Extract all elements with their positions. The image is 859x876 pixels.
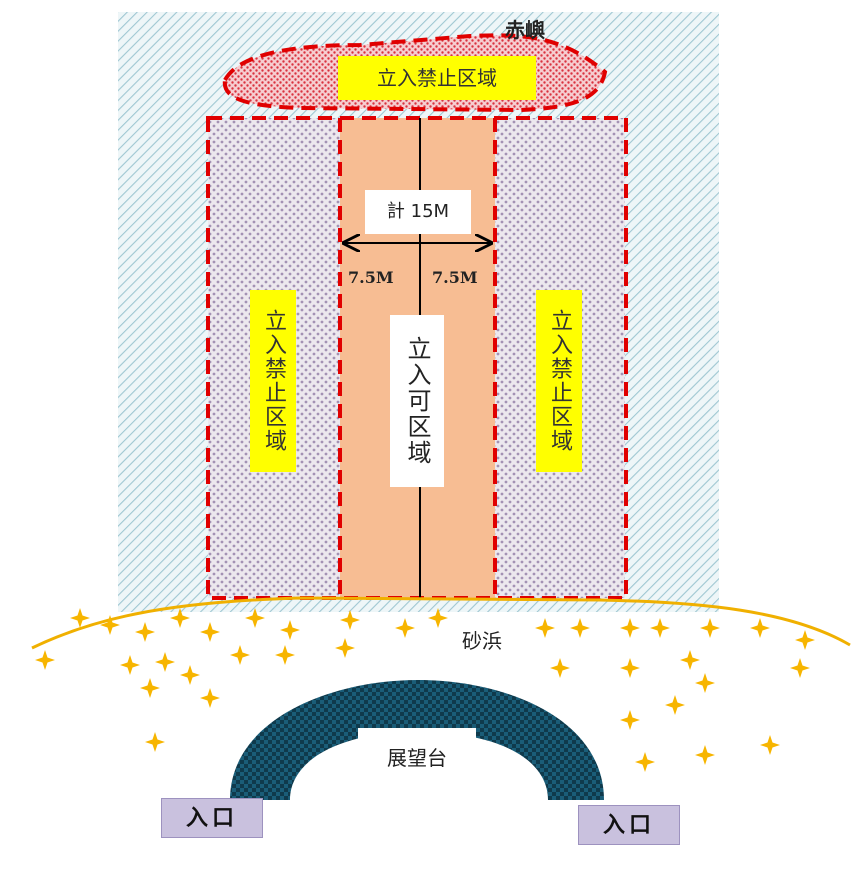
island-name: 赤嶼: [505, 18, 545, 42]
right-zone-label: 立入禁止区域: [536, 290, 582, 472]
sparkle-icon: [570, 618, 590, 638]
sparkle-icon: [650, 618, 670, 638]
sparkle-icon: [35, 650, 55, 670]
sparkle-icon: [695, 673, 715, 693]
entrance-right: 入口: [578, 805, 680, 845]
sparkle-icon: [665, 695, 685, 715]
observatory-label: 展望台: [387, 746, 447, 770]
sparkle-icon: [335, 638, 355, 658]
sparkle-icon: [145, 732, 165, 752]
sparkle-icon: [245, 608, 265, 628]
sparkle-icon: [635, 752, 655, 772]
beach-label: 砂浜: [462, 629, 502, 653]
sparkle-icon: [140, 678, 160, 698]
sparkle-icon: [120, 655, 140, 675]
sparkle-icon: [180, 665, 200, 685]
sparkle-icon: [200, 688, 220, 708]
sparkle-icon: [620, 658, 640, 678]
sparkle-icon: [620, 618, 640, 638]
sparkle-icon: [700, 618, 720, 638]
top-zone-label: 立入禁止区域: [338, 56, 536, 100]
right-width-label: 7.5M: [432, 268, 478, 287]
center-zone-label: 立入可区域: [390, 315, 444, 487]
sparkle-icon: [620, 710, 640, 730]
sparkle-icon: [395, 618, 415, 638]
sparkle-icon: [280, 620, 300, 640]
sparkle-icon: [155, 652, 175, 672]
sparkle-icon: [535, 618, 555, 638]
observatory-label-bg: [358, 728, 476, 776]
sparkle-icon: [70, 608, 90, 628]
sparkle-icon: [550, 658, 570, 678]
sand-sparkles: [35, 608, 815, 772]
entrance-left: 入口: [161, 798, 263, 838]
left-width-label: 7.5M: [348, 268, 394, 287]
sparkle-icon: [100, 615, 120, 635]
sparkle-icon: [230, 645, 250, 665]
sparkle-icon: [340, 610, 360, 630]
sparkle-icon: [170, 608, 190, 628]
left-zone-label: 立入禁止区域: [250, 290, 296, 472]
sparkle-icon: [200, 622, 220, 642]
sparkle-icon: [795, 630, 815, 650]
sparkle-icon: [760, 735, 780, 755]
sparkle-icon: [275, 645, 295, 665]
observatory-arch: [230, 680, 604, 800]
sparkle-icon: [135, 622, 155, 642]
shoreline: [31, 596, 851, 650]
sparkle-icon: [680, 650, 700, 670]
sparkle-icon: [750, 618, 770, 638]
total-width-label: 計 15M: [365, 190, 471, 234]
sparkle-icon: [790, 658, 810, 678]
sparkle-icon: [695, 745, 715, 765]
sparkle-icon: [428, 608, 448, 628]
